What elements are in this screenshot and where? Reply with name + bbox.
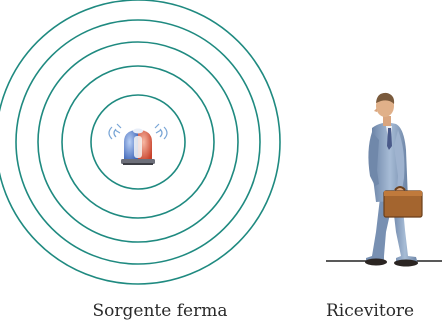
businessman-with-briefcase: [365, 93, 422, 267]
siren-light-icon: [109, 124, 167, 165]
receiver-label: Ricevitore: [326, 300, 442, 322]
source-label: Sorgente ferma: [60, 300, 260, 322]
